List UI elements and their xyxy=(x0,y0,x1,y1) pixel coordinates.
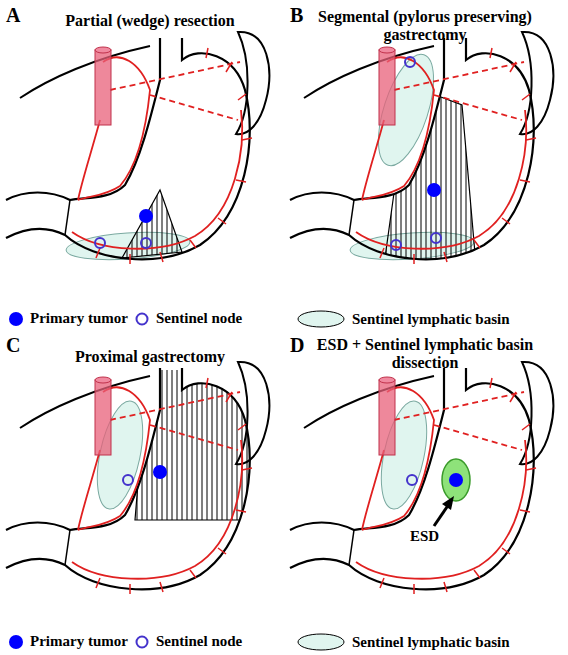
legend-entry: Sentinel lymphatic basin xyxy=(296,310,510,328)
legend-swatch-shape xyxy=(137,313,148,324)
legend-text: Sentinel lymphatic basin xyxy=(352,311,510,328)
legend-swatch xyxy=(8,634,24,650)
panel-letter: A xyxy=(6,4,36,27)
legend-text: Sentinel node xyxy=(156,310,242,327)
legend-swatch-shape xyxy=(137,636,148,647)
panel-letter: B xyxy=(290,4,320,27)
panel-title: ESD + Sentinel lymphatic basin dissectio… xyxy=(300,336,550,373)
legend-entry: Primary tumor xyxy=(8,633,128,650)
legend-swatch xyxy=(134,311,150,327)
legend-swatch xyxy=(8,311,24,327)
legend-swatch xyxy=(296,633,346,651)
legend-swatch-shape xyxy=(298,634,344,650)
legend-entry: Sentinel lymphatic basin xyxy=(296,633,510,651)
panel-letter: D xyxy=(290,334,320,357)
legend-entry: Sentinel node xyxy=(134,633,242,650)
legend-entry: Sentinel node xyxy=(134,310,242,327)
callout-label: ESD xyxy=(410,528,460,545)
panel-title: Partial (wedge) resection xyxy=(40,12,260,30)
legend-text: Sentinel node xyxy=(156,633,242,650)
legend-text: Primary tumor xyxy=(30,310,128,327)
legend-swatch-shape xyxy=(9,312,23,326)
panel-title: Segmental (pylorus preserving) gastrecto… xyxy=(300,8,550,45)
panel-letter: C xyxy=(6,334,36,357)
panel-title: Proximal gastrectomy xyxy=(40,348,260,366)
legend-text: Primary tumor xyxy=(30,633,128,650)
legend-text: Sentinel lymphatic basin xyxy=(352,634,510,651)
legend-entry: Primary tumor xyxy=(8,310,128,327)
legend-swatch-shape xyxy=(9,635,23,649)
legend-swatch-shape xyxy=(298,311,344,327)
legend-swatch xyxy=(134,634,150,650)
legend-swatch xyxy=(296,310,346,328)
